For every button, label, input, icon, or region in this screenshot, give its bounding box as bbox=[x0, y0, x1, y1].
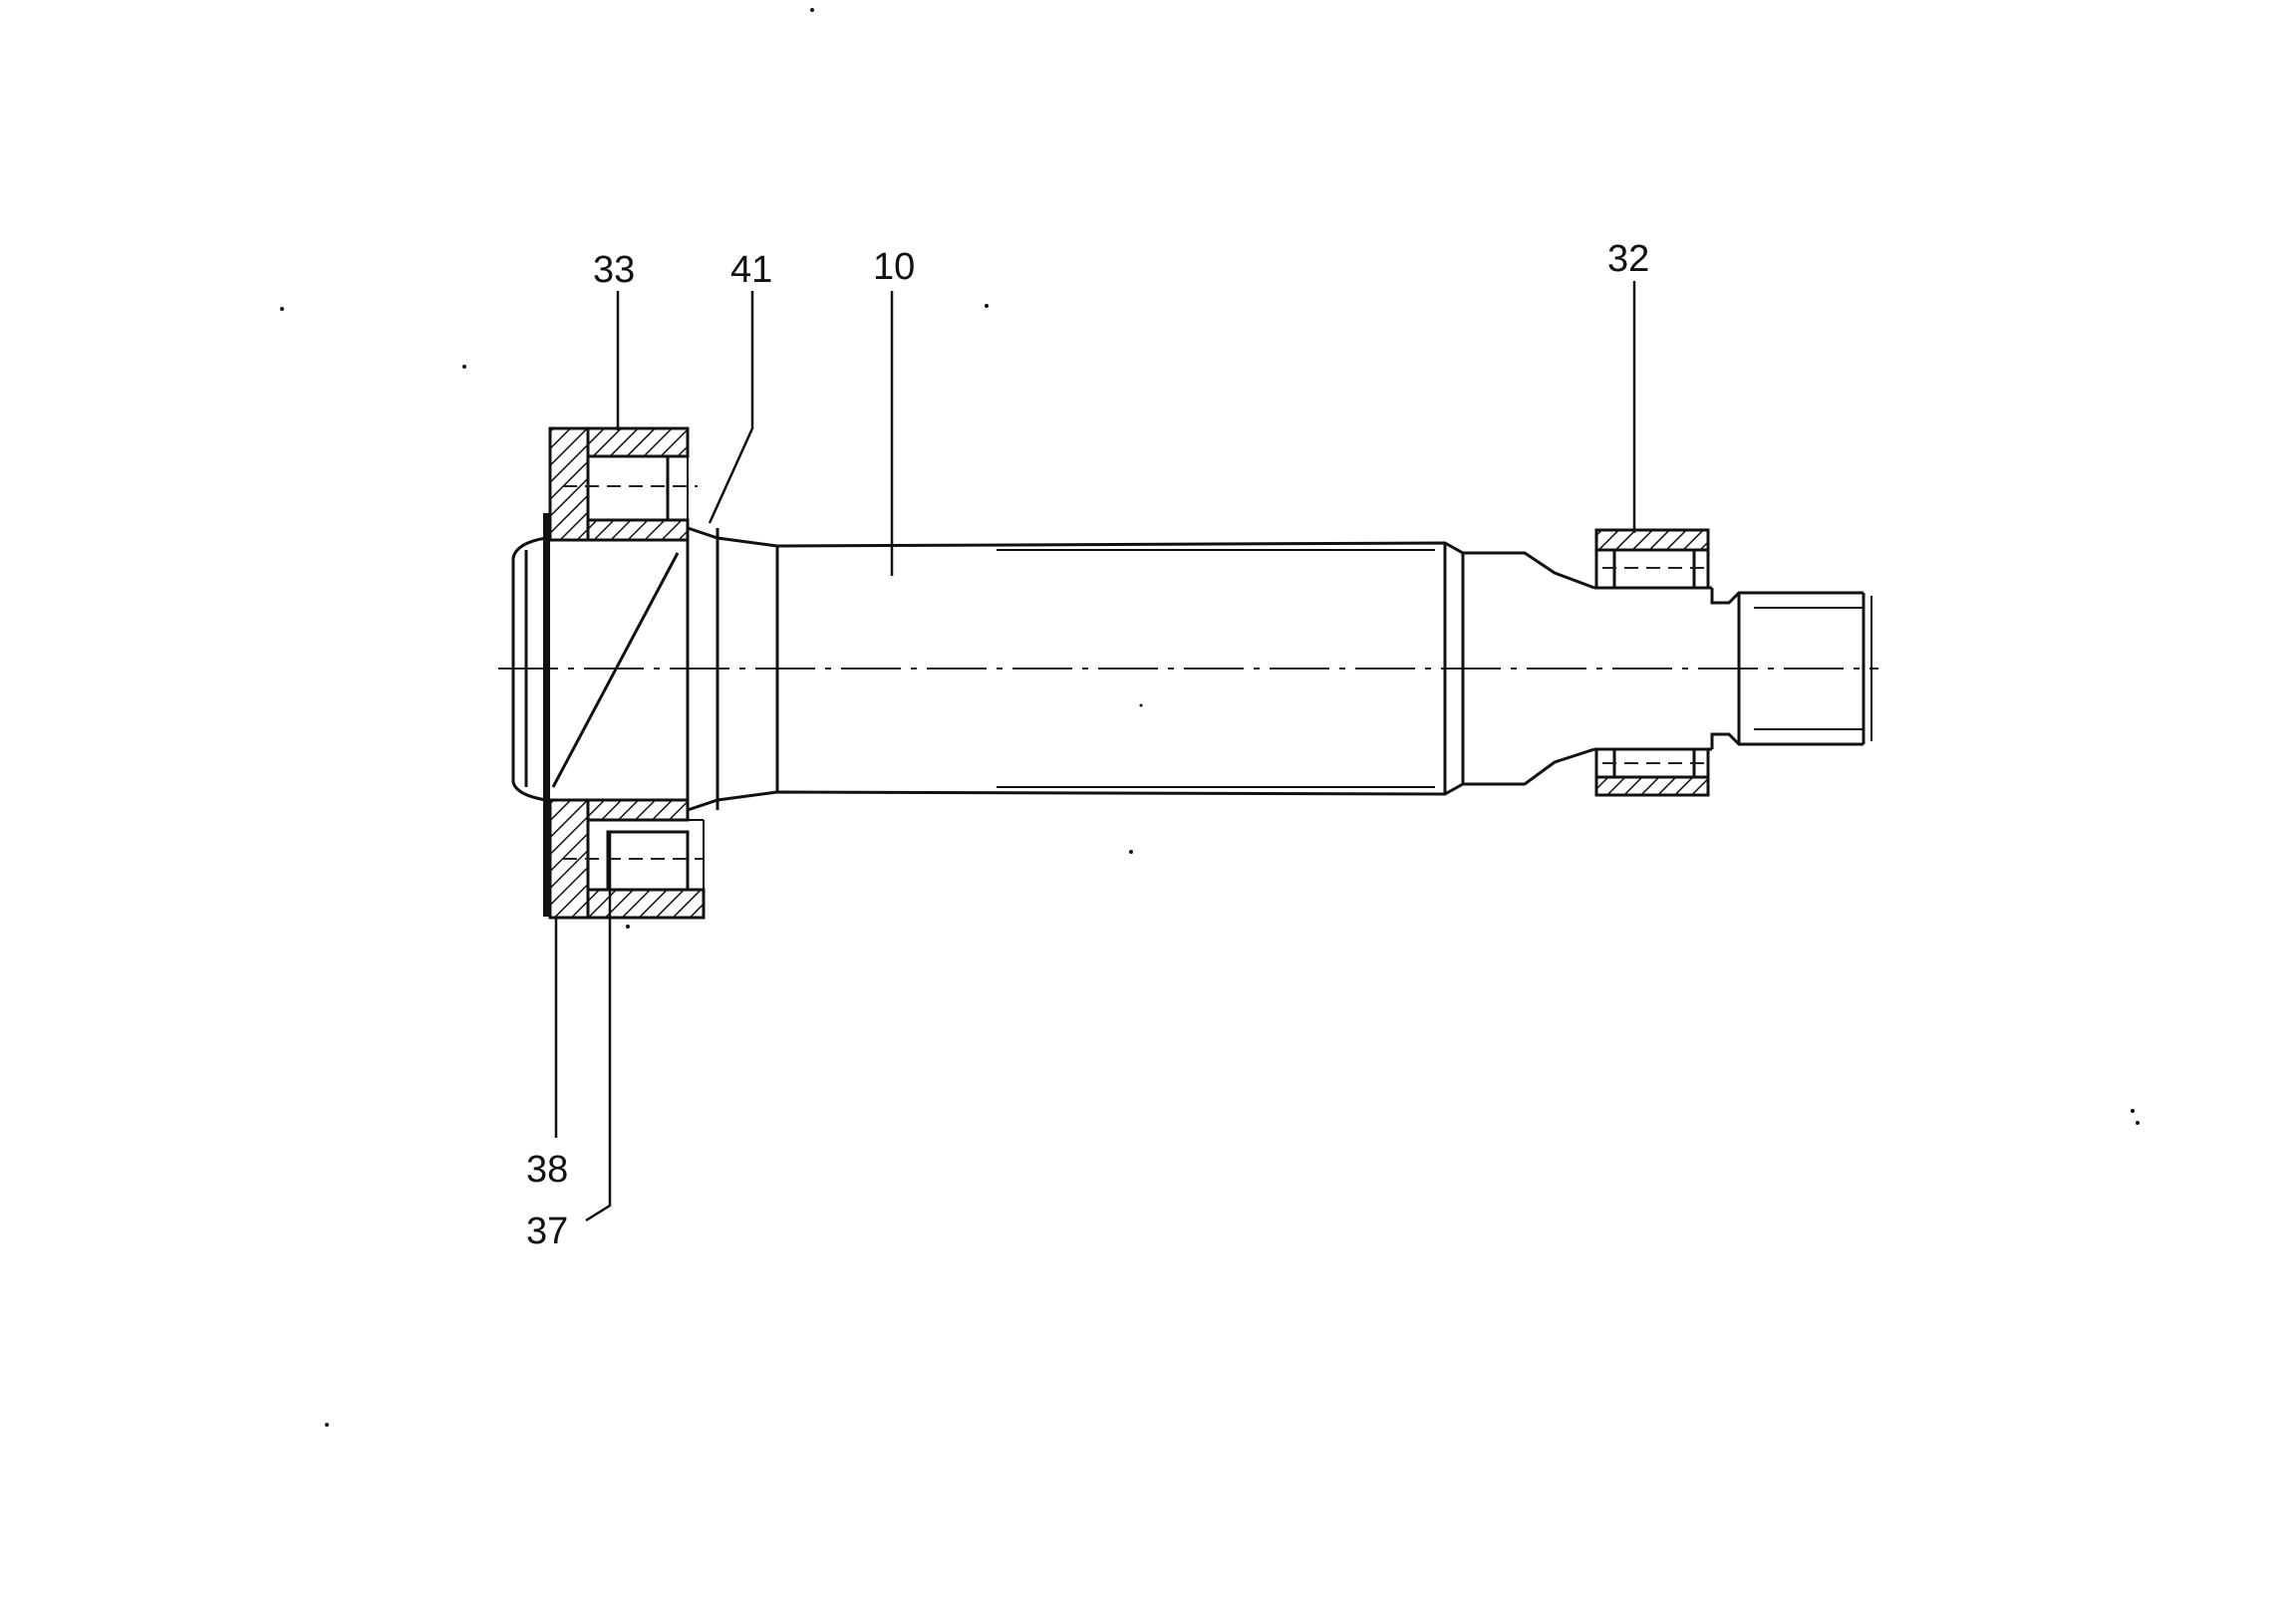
bearing-33-bottom bbox=[548, 798, 706, 920]
scan-specks bbox=[280, 8, 2140, 1427]
bearing-33-top bbox=[548, 426, 698, 542]
leader-41 bbox=[708, 291, 754, 524]
label-38: 38 bbox=[526, 1149, 568, 1191]
label-41: 41 bbox=[730, 249, 772, 291]
label-32: 32 bbox=[1607, 238, 1649, 280]
label-10: 10 bbox=[873, 246, 915, 288]
leader-37 bbox=[585, 832, 612, 1222]
bearing-32-top bbox=[1594, 528, 1710, 590]
seal-ring-38 bbox=[543, 513, 550, 917]
label-37: 37 bbox=[526, 1211, 568, 1252]
bearing-32-bottom bbox=[1594, 747, 1710, 797]
label-33: 33 bbox=[593, 249, 635, 291]
